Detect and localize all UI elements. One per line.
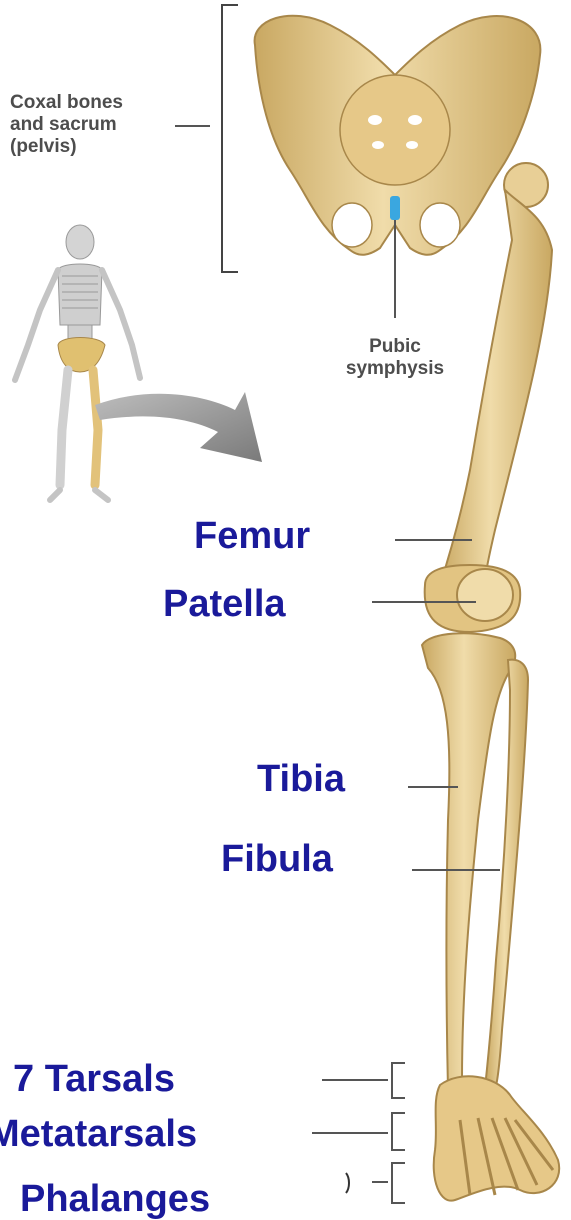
metatarsals-label: Metatarsals: [0, 1113, 197, 1155]
pelvis-bone: [255, 16, 541, 255]
tarsals-bracket: [322, 1063, 405, 1098]
tarsals-label: 7 Tarsals: [13, 1058, 175, 1100]
patella-bone: [457, 569, 513, 621]
metatarsals-bracket: [312, 1113, 405, 1150]
foot-bones: [434, 1076, 560, 1200]
pubic-symphysis-label: Pubic symphysis: [330, 336, 460, 380]
phalanges-label: Phalanges: [20, 1178, 210, 1220]
pointer-arrow: [95, 392, 262, 462]
fibula-label: Fibula: [221, 838, 333, 880]
femur-label: Femur: [194, 515, 310, 557]
phalanges-leader-fragment: [346, 1173, 349, 1193]
tibia-label: Tibia: [257, 758, 345, 800]
reference-skeleton: [15, 225, 140, 500]
patella-label: Patella: [163, 583, 286, 625]
pelvis-bracket: [222, 5, 238, 272]
pubic-symphysis-mark: [390, 196, 400, 220]
pelvis-label: Coxal bones and sacrum (pelvis): [10, 92, 123, 158]
phalanges-bracket: [372, 1163, 405, 1203]
